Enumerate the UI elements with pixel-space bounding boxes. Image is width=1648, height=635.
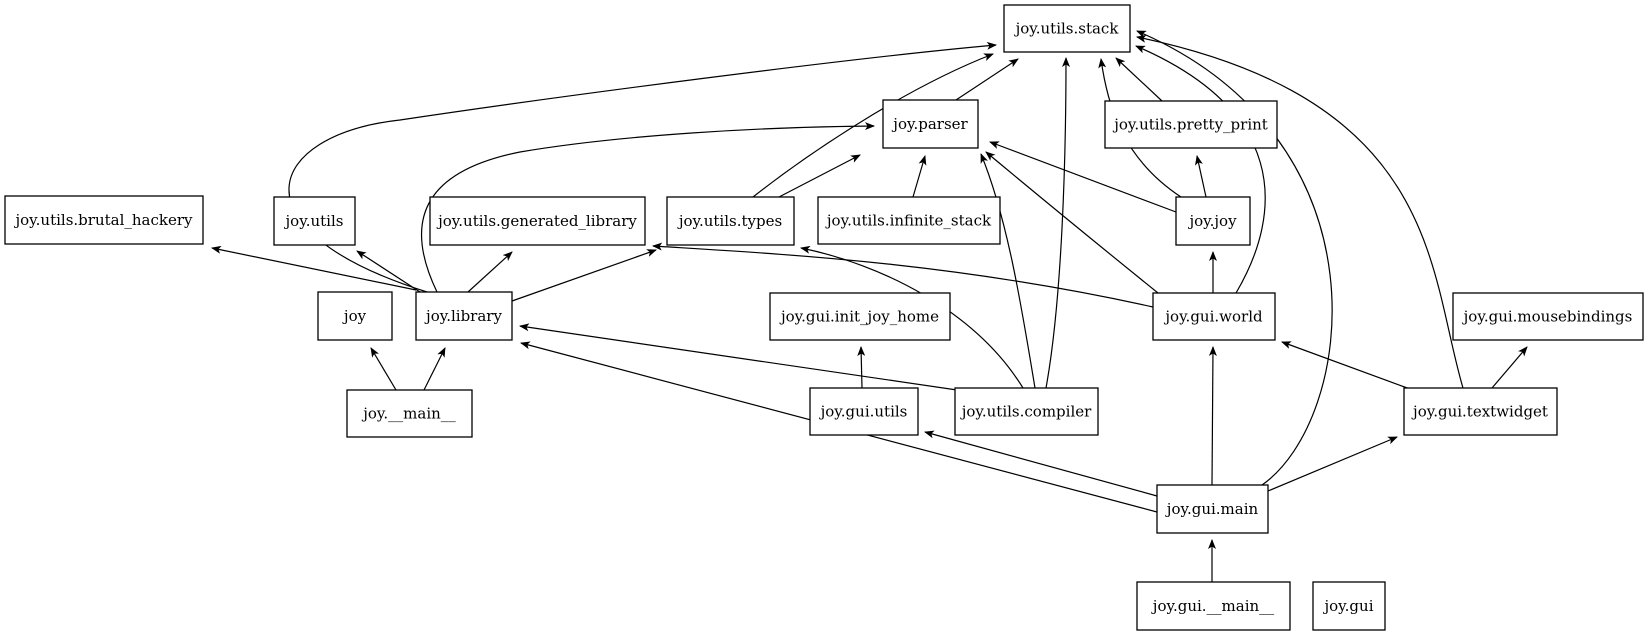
edge-joy_utils_types--joy_utils_stack bbox=[752, 53, 994, 198]
edge-joy_utils_compiler--joy_utils_stack bbox=[1045, 57, 1070, 389]
node-joy_parser: joy.parser bbox=[882, 99, 979, 149]
node-box-joy_gui_main bbox=[1156, 484, 1269, 534]
edge-joy_library--joy_utils_types bbox=[511, 249, 657, 302]
node-label-joy_gui_init_joy_home: joy.gui.init_joy_home bbox=[779, 308, 939, 326]
node-box-joy___main__ bbox=[346, 389, 473, 438]
node-joy_gui_mousebindings: joy.gui.mousebindings bbox=[1452, 292, 1644, 341]
edge-joy_gui_world--joy_parser bbox=[985, 151, 1159, 294]
node-label-joy: joy bbox=[342, 307, 367, 325]
node-joy_gui_init_joy_home: joy.gui.init_joy_home bbox=[769, 292, 951, 341]
edge-joy_gui_world--joy_utils_generated_library bbox=[652, 242, 1154, 308]
node-joy_gui_textwidget: joy.gui.textwidget bbox=[1403, 387, 1558, 436]
node-label-joy_utils: joy.utils bbox=[284, 212, 344, 230]
edge-joy_library--joy_utils bbox=[356, 250, 421, 293]
node-box-joy_gui bbox=[1312, 581, 1386, 631]
node-label-joy_gui: joy.gui bbox=[1323, 597, 1374, 615]
node-label-joy_utils_pretty_print: joy.utils.pretty_print bbox=[1112, 116, 1268, 134]
edge-joy_gui_textwidget--joy_gui_mousebindings bbox=[1491, 346, 1528, 389]
edge-joy_utils_infinite_stack--joy_parser bbox=[912, 155, 927, 198]
node-box-joy_gui_textwidget bbox=[1403, 387, 1558, 436]
node-label-joy_joy: joy.joy bbox=[1187, 212, 1237, 230]
node-label-joy_utils_infinite_stack: joy.utils.infinite_stack bbox=[825, 212, 992, 230]
edge-joy_utils_pretty_print--joy_utils_stack bbox=[1115, 57, 1163, 102]
node-box-joy_gui_init_joy_home bbox=[769, 292, 951, 341]
edge-joy_parser--joy_utils_stack bbox=[955, 58, 1019, 101]
edge-joy_gui_world--joy_utils_stack bbox=[1135, 45, 1266, 294]
node-joy_utils_compiler: joy.utils.compiler bbox=[954, 387, 1099, 436]
node-joy_utils_infinite_stack: joy.utils.infinite_stack bbox=[817, 196, 1001, 245]
node-box-joy_utils_infinite_stack bbox=[817, 196, 1001, 245]
node-box-joy bbox=[317, 291, 393, 341]
node-label-joy___main__: joy.__main__ bbox=[361, 405, 456, 423]
node-label-joy_utils_generated_library: joy.utils.generated_library bbox=[436, 212, 637, 230]
nodes-layer: joy.utils.stack joy.parser joy.utils.prett… bbox=[4, 4, 1644, 631]
node-joy_utils: joy.utils bbox=[273, 196, 356, 246]
node-box-joy_utils_stack bbox=[1003, 4, 1131, 53]
edge-joy_gui_textwidget--joy_utils_stack bbox=[1136, 34, 1464, 389]
edge-joy_gui_utils--joy_gui_init_joy_home bbox=[857, 346, 866, 389]
node-box-joy_joy bbox=[1175, 196, 1251, 246]
edge-joy_utils_compiler--joy_parser bbox=[980, 153, 1036, 389]
node-joy_gui: joy.gui bbox=[1312, 581, 1386, 631]
node-joy___main__: joy.__main__ bbox=[346, 389, 473, 438]
edge-joy_library--joy_utils_brutal_hackery bbox=[211, 245, 417, 291]
node-label-joy_parser: joy.parser bbox=[891, 115, 968, 133]
node-joy_gui_utils: joy.gui.utils bbox=[809, 387, 919, 436]
edge-joy_gui_main--joy_gui_utils bbox=[924, 430, 1158, 497]
node-box-joy_gui_mousebindings bbox=[1452, 292, 1644, 341]
node-box-joy_parser bbox=[882, 99, 979, 149]
edge-joy_utils_types--joy_parser bbox=[778, 154, 861, 198]
edge-joy_gui_main--joy_utils_stack bbox=[1136, 30, 1333, 486]
edge-joy___main__--joy_library bbox=[423, 347, 446, 391]
node-box-joy_utils_compiler bbox=[954, 387, 1099, 436]
edge-joy___main__--joy bbox=[370, 347, 397, 391]
node-box-joy_gui_world bbox=[1152, 292, 1276, 341]
edge-joy_gui_textwidget--joy_gui_world bbox=[1281, 341, 1411, 390]
node-joy_gui_world: joy.gui.world bbox=[1152, 292, 1276, 341]
node-label-joy_gui_utils: joy.gui.utils bbox=[819, 403, 908, 421]
node-box-joy_utils_types bbox=[666, 196, 795, 246]
node-label-joy_gui_main: joy.gui.main bbox=[1165, 500, 1259, 518]
node-box-joy_utils_generated_library bbox=[429, 196, 646, 246]
node-joy_gui_main: joy.gui.main bbox=[1156, 484, 1269, 534]
node-box-joy_gui___main__ bbox=[1136, 581, 1291, 631]
node-box-joy_gui_utils bbox=[809, 387, 919, 436]
node-joy_utils_types: joy.utils.types bbox=[666, 196, 795, 246]
node-label-joy_utils_types: joy.utils.types bbox=[677, 212, 782, 230]
node-joy_utils_brutal_hackery: joy.utils.brutal_hackery bbox=[4, 195, 204, 245]
edge-joy_library--joy_parser bbox=[421, 122, 875, 293]
edge-joy_joy--joy_utils_pretty_print bbox=[1195, 155, 1207, 198]
node-joy_utils_stack: joy.utils.stack bbox=[1003, 4, 1131, 53]
node-label-joy_utils_compiler: joy.utils.compiler bbox=[960, 403, 1092, 421]
node-joy_library: joy.library bbox=[415, 291, 513, 341]
node-label-joy_utils_stack: joy.utils.stack bbox=[1014, 20, 1120, 38]
node-box-joy_utils_pretty_print bbox=[1104, 100, 1278, 149]
node-box-joy_library bbox=[415, 291, 513, 341]
edge-joy_utils_compiler--joy_library bbox=[519, 323, 958, 391]
edge-joy_library--joy_utils_generated_library bbox=[467, 251, 513, 293]
node-joy_gui___main__: joy.gui.__main__ bbox=[1136, 581, 1291, 631]
edge-joy_gui_main--joy_gui_textwidget bbox=[1267, 436, 1398, 492]
node-joy: joy bbox=[317, 291, 393, 341]
node-label-joy_gui_mousebindings: joy.gui.mousebindings bbox=[1462, 308, 1633, 326]
node-label-joy_library: joy.library bbox=[424, 307, 502, 325]
node-joy_utils_pretty_print: joy.utils.pretty_print bbox=[1104, 100, 1278, 149]
node-joy_utils_generated_library: joy.utils.generated_library bbox=[429, 196, 646, 246]
node-label-joy_utils_brutal_hackery: joy.utils.brutal_hackery bbox=[14, 211, 194, 229]
edge-joy_gui_main--joy_gui_world bbox=[1208, 346, 1217, 486]
edge-joy_joy--joy_parser bbox=[989, 141, 1177, 213]
node-label-joy_gui_textwidget: joy.gui.textwidget bbox=[1411, 403, 1548, 421]
node-box-joy_utils bbox=[273, 196, 356, 246]
node-label-joy_gui_world: joy.gui.world bbox=[1163, 308, 1263, 326]
node-label-joy_gui___main__: joy.gui.__main__ bbox=[1151, 597, 1275, 615]
node-joy_joy: joy.joy bbox=[1175, 196, 1251, 246]
node-box-joy_utils_brutal_hackery bbox=[4, 195, 204, 245]
